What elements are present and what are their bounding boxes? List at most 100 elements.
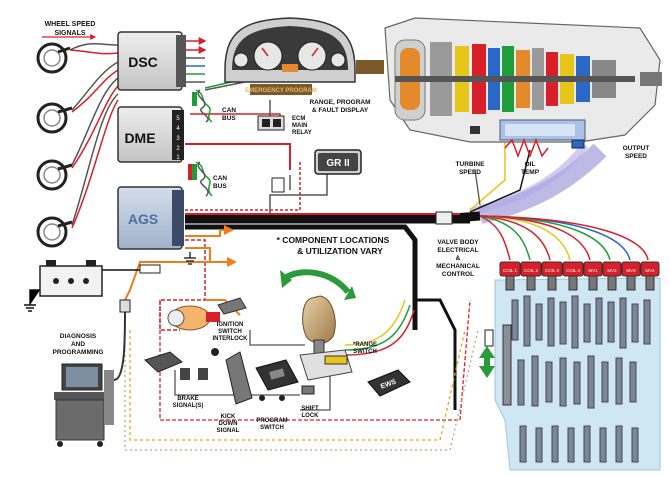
- range-switch-label-1: *RANGE: [353, 342, 377, 348]
- oil-temp-label-2: TEMP: [521, 169, 540, 176]
- solenoid-mv-4: MV4: [640, 261, 660, 291]
- battery: [24, 260, 140, 312]
- solenoid-mv-1: MV1: [583, 261, 603, 291]
- output-speed-label-1: OUTPUT: [623, 145, 650, 152]
- oil-temp-label-1: OIL: [525, 161, 536, 168]
- solenoid-coil-1: COIL 1: [499, 261, 521, 291]
- brake-switch: [144, 351, 208, 380]
- diagnosis-label-1: DIAGNOSIS: [60, 333, 97, 340]
- ews-module: EWS: [367, 369, 411, 397]
- ecm-relay-label-2: MAIN: [292, 123, 307, 129]
- dme-label: DME: [124, 130, 155, 146]
- oil-temp-sensor: OIL TEMP: [504, 137, 549, 176]
- solenoid-row: COIL 1 COIL 2 COIL 3 COIL 4 MV1 MV2: [499, 261, 660, 291]
- ecm-main-relay: ECM MAIN RELAY: [257, 115, 312, 136]
- cluster-banner-text: EMERGENCY PROGRAM: [245, 88, 317, 94]
- shift-lever: [280, 269, 356, 381]
- ignition-label-1: IGNITION: [217, 322, 244, 328]
- valve-body-label-3: &: [456, 255, 461, 262]
- ground-icon: [184, 252, 196, 265]
- solenoid-label: COIL 3: [545, 268, 560, 273]
- ecm-relay-label-3: RELAY: [292, 130, 312, 136]
- can-bus-2-label-1: CAN: [213, 175, 227, 182]
- dme-pin-4: 4: [176, 126, 180, 132]
- shift-lock-label-1: SHIFT: [301, 406, 319, 412]
- kickdown-label-1: KICK: [221, 414, 236, 420]
- wheel-sensor-1: [36, 42, 71, 74]
- solenoid-coil-3: COIL 3: [541, 261, 563, 291]
- solenoid-label: MV2: [607, 268, 617, 273]
- ignition-switch: [167, 297, 247, 331]
- solenoid-mv-2: MV2: [602, 261, 622, 291]
- solenoid-label: COIL 4: [566, 268, 581, 273]
- turbine-speed-label-2: SPEED: [459, 169, 481, 176]
- wheel-sensor-3: [36, 159, 73, 191]
- valve-body-label-5: CONTROL: [442, 271, 474, 278]
- harness-connector: [435, 211, 453, 225]
- can-bus-1-label-2: BUS: [222, 115, 236, 122]
- output-speed-label-2: SPEED: [625, 153, 647, 160]
- solenoid-label: MV4: [645, 268, 655, 273]
- diagnosis-label-3: PROGRAMMING: [53, 349, 104, 356]
- dme-pin-5: 5: [176, 116, 180, 122]
- solenoid-label: COIL 2: [524, 268, 539, 273]
- valve-body-label-1: VALVE BODY: [437, 239, 479, 246]
- dme-module: DME 5 4 3 2 1: [117, 92, 197, 180]
- valve-body-label-4: MECHANICAL: [436, 263, 480, 270]
- turbine-speed-label-1: TURBINE: [456, 161, 486, 168]
- solenoid-mv-3: MV3: [621, 261, 641, 291]
- shift-lock-label-2: LOCK: [302, 413, 320, 419]
- ecm-relay-label-1: ECM: [292, 116, 305, 122]
- range-display-label-1: RANGE, PROGRAM: [309, 99, 370, 106]
- brake-label-2: SIGNAL(S): [173, 403, 204, 409]
- dme-pin-3: 3: [176, 136, 180, 142]
- valve-body: [484, 277, 661, 471]
- dsc-module: DSC: [117, 31, 186, 91]
- solenoid-label: MV3: [626, 268, 636, 273]
- valve-body-label-2: ELECTRICAL: [437, 247, 478, 254]
- gr2-label: GR II: [326, 158, 350, 169]
- wheel-speed-label-1: WHEEL SPEED: [45, 21, 96, 28]
- program-switch-label-2: SWITCH: [260, 425, 284, 431]
- solenoid-label: MV1: [588, 268, 598, 273]
- range-display-label-2: & FAULT DISPLAY: [312, 107, 369, 114]
- dme-pin-1: 1: [176, 155, 180, 161]
- brake-label-1: BRAKE: [177, 396, 198, 402]
- fuse-connector: [271, 177, 285, 193]
- kickdown-label-3: SIGNAL: [217, 428, 240, 434]
- kickdown-label-2: DOWN: [219, 421, 238, 427]
- cluster-readout: EMERGENCY PROGRAM: [245, 60, 384, 95]
- ags-module: AGS: [117, 186, 184, 250]
- dsc-label: DSC: [128, 54, 158, 70]
- wheel-speed-label-2: SIGNALS: [54, 30, 85, 37]
- can-bus-2-label-2: BUS: [213, 183, 227, 190]
- component-note-line-1: * COMPONENT LOCATIONS: [277, 235, 390, 245]
- instrument-cluster: [224, 17, 356, 83]
- solenoid-label: COIL 1: [503, 268, 518, 273]
- dme-pin-labels: 5 4 3 2 1: [176, 116, 180, 161]
- kickdown-pedal: [211, 348, 253, 405]
- ags-label: AGS: [128, 211, 158, 227]
- ignition-label-3: INTERLOCK: [213, 336, 249, 342]
- wheel-speed-sensors: WHEEL SPEED SIGNALS: [36, 21, 97, 248]
- range-switch-label-2: SWITCH: [353, 349, 377, 355]
- program-switch: [255, 359, 299, 401]
- solenoid-coil-2: COIL 2: [520, 261, 542, 291]
- can-bus-1-label-1: CAN: [222, 107, 236, 114]
- diagnosis-station: [54, 299, 131, 447]
- wheel-sensor-4: [36, 216, 73, 248]
- wheel-sensor-2: [36, 102, 73, 134]
- battery-fuse: [139, 264, 161, 274]
- program-switch-label-1: PROGRAM: [256, 418, 287, 424]
- component-note-line-2: & UTILIZATION VARY: [297, 246, 383, 256]
- dme-pin-2: 2: [176, 146, 180, 152]
- shift-lock-solenoid: [301, 385, 315, 395]
- transmission-cutaway: [384, 17, 662, 149]
- ignition-label-2: SWITCH: [218, 329, 242, 335]
- diagnosis-label-2: AND: [71, 341, 85, 348]
- manual-valve-arrow-icon: [479, 346, 495, 378]
- gr2-module: GR II: [314, 149, 362, 175]
- valve-body-label: VALVE BODY ELECTRICAL & MECHANICAL CONTR…: [436, 239, 480, 278]
- solenoid-coil-4: COIL 4: [562, 261, 584, 291]
